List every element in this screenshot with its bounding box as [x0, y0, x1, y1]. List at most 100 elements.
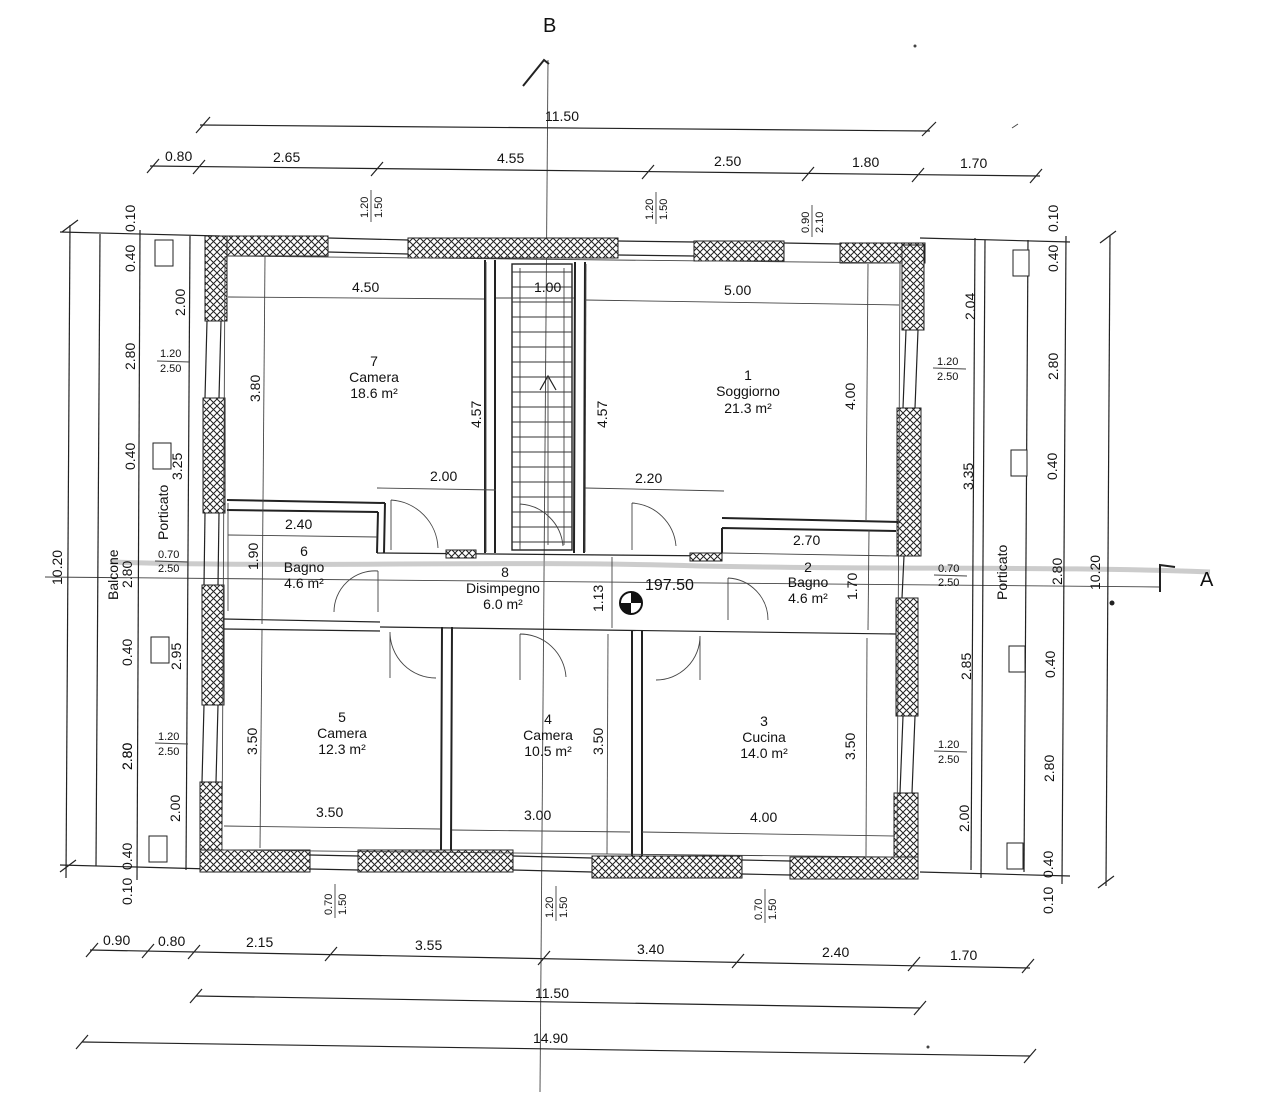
left-window-1-bottom: 2.50	[160, 363, 181, 375]
right-outer-2: 2.80	[1045, 353, 1061, 380]
room-2-width: 2.70	[793, 532, 820, 548]
top-window-2-top: 1.20	[644, 199, 656, 220]
right-inner-1: 3.35	[960, 463, 976, 490]
right-inner-0: 2.04	[962, 293, 978, 320]
room-6-area: 4.6 m²	[284, 575, 324, 591]
bottom-seg-5: 2.40	[822, 944, 849, 960]
left-seg-5: 3.25	[169, 453, 185, 480]
room-4-height: 3.50	[590, 728, 606, 755]
right-window-3-bottom: 2.50	[938, 754, 959, 766]
room-3-height: 3.50	[842, 733, 858, 760]
room-8-height: 1.13	[590, 585, 606, 612]
right-outer-7: 0.10	[1040, 887, 1056, 914]
room-6-width-2: 2.00	[430, 468, 457, 484]
room-8-name: Disimpegno	[466, 580, 540, 596]
bottom-seg-0: 0.90	[103, 932, 130, 948]
right-outer-5: 2.80	[1041, 755, 1057, 782]
right-outer-1: 0.40	[1045, 245, 1061, 272]
room-1-height: 4.00	[842, 383, 858, 410]
room-2-label: 2 Bagno 4.6 m² 2.70 1.70 2.20	[635, 470, 860, 606]
room-3-width: 4.00	[750, 809, 777, 825]
level-marker	[619, 591, 643, 615]
bottom-seg-2: 2.15	[246, 934, 273, 950]
room-8-label: 8 Disimpegno 6.0 m² 1.13 197.50	[466, 564, 694, 612]
room-7-width: 4.50	[352, 279, 379, 295]
room-1-width: 5.00	[724, 282, 751, 298]
bottom-seg-4: 3.40	[637, 941, 664, 957]
right-inner-3: 2.85	[958, 653, 974, 680]
bottom-dimension-lines: 0.90 0.80 2.15 3.55 3.40 2.40 1.70 11.50…	[75, 932, 1037, 1064]
left-seg-6: 2.80	[119, 743, 135, 770]
right-outer-6: 0.40	[1040, 851, 1056, 878]
room-4-number: 4	[544, 711, 552, 727]
stair-width: 1.00	[534, 279, 561, 295]
staircase	[511, 263, 573, 551]
left-overall-dim: 10.20	[49, 550, 65, 585]
room-6-name: Bagno	[284, 559, 325, 575]
right-dimension-lines: 10.20 2.04 3.35 2.80 2.85 2.00 0.10 0.40…	[932, 205, 1117, 914]
bottom-seg-6: 1.70	[950, 947, 977, 963]
left-window-3-top: 1.20	[158, 731, 179, 743]
room-5-label: 5 Camera 12.3 m² 3.50 3.50	[244, 709, 367, 820]
room-2-width-2: 2.20	[635, 470, 662, 486]
room-3-name: Cucina	[742, 729, 786, 745]
room-7-name: Camera	[349, 369, 399, 385]
room-5-name: Camera	[317, 725, 367, 741]
top-window-1-top: 1.20	[359, 197, 371, 218]
balcone-dim: 2.80	[119, 561, 135, 588]
room-3-label: 3 Cucina 14.0 m² 4.00 3.50	[740, 713, 858, 825]
right-porticato-label: Porticato	[994, 545, 1010, 600]
right-overall-dim: 10.20	[1087, 555, 1103, 590]
room-dimension-lines	[223, 255, 900, 857]
room-4-name: Camera	[523, 727, 573, 743]
left-window-2-bottom: 2.50	[158, 563, 179, 575]
room-5-height: 3.50	[244, 728, 260, 755]
bottom-window-3-bottom: 1.50	[767, 899, 779, 920]
left-window-3-bottom: 2.50	[158, 746, 179, 758]
bottom-seg-3: 3.55	[415, 937, 442, 953]
room-7-label: 7 Camera 18.6 m² 4.50 3.80 4.57	[247, 279, 484, 428]
top-seg-2: 4.55	[497, 150, 524, 166]
top-seg-5: 1.70	[960, 155, 987, 171]
left-seg-9: 2.80	[119, 743, 135, 770]
right-window-3-top: 1.20	[938, 739, 959, 751]
room-6-width: 2.40	[285, 516, 312, 532]
bottom-seg-1: 0.80	[158, 933, 185, 949]
room-4-width: 3.00	[524, 807, 551, 823]
room-6-number: 6	[300, 543, 308, 559]
top-seg-4: 1.80	[852, 154, 879, 170]
left-dimension-lines: 10.20 0.10 0.40 2.00 2.80 0.40 3.25 2.80…	[49, 205, 191, 905]
balcone-label: Balcone	[105, 549, 121, 600]
top-window-2-bottom: 1.50	[658, 199, 670, 220]
doors	[333, 499, 769, 681]
right-inner-2: 2.80	[1049, 558, 1065, 585]
room-4-area: 10.5 m²	[524, 743, 572, 759]
bottom-window-3-top: 0.70	[753, 899, 765, 920]
room-4-label: 4 Camera 10.5 m² 3.00 3.50	[523, 711, 606, 823]
right-window-1-bottom: 2.50	[937, 371, 958, 383]
bottom-window-1-bottom: 1.50	[337, 894, 349, 915]
left-seg-8: 2.95	[168, 643, 184, 670]
right-outer-4: 0.40	[1042, 651, 1058, 678]
room-1-height-2: 4.57	[594, 401, 610, 428]
room-7-height-2: 4.57	[468, 401, 484, 428]
bottom-window-2-bottom: 1.50	[558, 897, 570, 918]
room-7-number: 7	[370, 353, 378, 369]
room-3-number: 3	[760, 713, 768, 729]
room-6-label: 6 Bagno 4.6 m² 2.40 1.90 2.00	[245, 468, 457, 591]
left-seg-2: 2.00	[172, 289, 188, 316]
left-seg-3: 2.80	[122, 343, 138, 370]
left-window-1-top: 1.20	[160, 348, 181, 360]
room-3-area: 14.0 m²	[740, 745, 788, 761]
room-8-level: 197.50	[645, 577, 694, 594]
top-window-1-bottom: 1.50	[373, 197, 385, 218]
top-seg-0: 0.80	[165, 148, 192, 164]
room-2-name: Bagno	[788, 574, 829, 590]
room-5-width: 3.50	[316, 804, 343, 820]
top-window-3-bottom: 2.10	[814, 212, 826, 233]
interior-walls	[221, 255, 903, 858]
right-outer-0: 0.10	[1045, 205, 1061, 232]
bottom-window-2-top: 1.20	[544, 897, 556, 918]
room-6-height: 1.90	[245, 543, 261, 570]
